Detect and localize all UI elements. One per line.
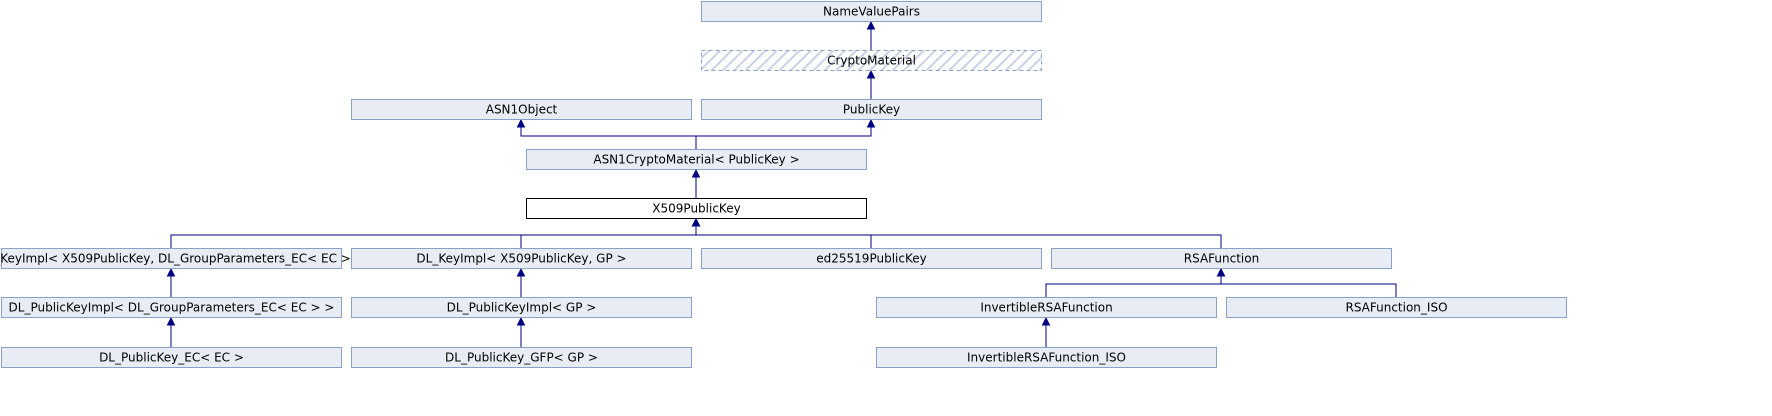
class-node-label: DL_PublicKeyImpl< GP > <box>447 301 597 315</box>
edge-line <box>170 225 697 248</box>
edge-line <box>520 225 697 248</box>
class-node-box <box>876 347 1217 368</box>
class-node-box <box>1051 248 1392 269</box>
edge-arrowhead <box>691 217 701 227</box>
edge-arrowhead <box>166 267 176 277</box>
edge-asn1cryptomaterial-to-asn1object <box>516 118 697 149</box>
edge-arrowhead <box>516 316 526 326</box>
edge-dl-publickey-gfp-to-dl-publickeyimpl-gp <box>516 316 526 347</box>
edge-ed25519publickey-to-x509publickey <box>691 217 872 248</box>
class-node-namevaluepairs[interactable]: NameValuePairs <box>701 1 1042 22</box>
class-node-box <box>701 99 1042 120</box>
class-node-cryptomaterial[interactable]: CryptoMaterial <box>701 50 1042 71</box>
class-node-box <box>1226 297 1567 318</box>
edge-line <box>695 126 872 149</box>
class-node-label: DL_KeyImpl< X509PublicKey, GP > <box>416 252 626 266</box>
class-node-dl-publickey-gfp[interactable]: DL_PublicKey_GFP< GP > <box>351 347 692 368</box>
edges-layer <box>166 20 1397 347</box>
class-node-invertiblersafunction-iso[interactable]: InvertibleRSAFunction_ISO <box>876 347 1217 368</box>
class-node-label: RSAFunction <box>1184 252 1259 266</box>
edge-arrowhead <box>1216 267 1226 277</box>
class-node-box <box>1 248 342 269</box>
edge-line <box>520 126 697 149</box>
edge-publickey-to-cryptomaterial <box>866 69 876 99</box>
class-node-label: DL_PublicKey_GFP< GP > <box>445 351 598 365</box>
class-node-box <box>701 1 1042 22</box>
class-node-box <box>351 347 692 368</box>
edge-cryptomaterial-to-namevaluepairs <box>866 20 876 50</box>
edge-invertiblersafunction-to-rsafunction <box>1045 267 1226 297</box>
class-node-box <box>701 248 1042 269</box>
class-node-box <box>351 297 692 318</box>
edge-dl-publickey-ec-to-dl-publickeyimpl-ec <box>166 316 176 347</box>
class-node-label: NameValuePairs <box>823 5 920 19</box>
edge-arrowhead <box>866 20 876 30</box>
class-node-label: DL_PublicKey_EC< EC > <box>99 351 244 365</box>
class-node-label: ed25519PublicKey <box>816 252 926 266</box>
edge-asn1cryptomaterial-to-publickey <box>695 118 876 149</box>
class-node-box <box>526 149 867 170</box>
class-node-rsafunction-iso[interactable]: RSAFunction_ISO <box>1226 297 1567 318</box>
edge-dl-keyimpl-ec-to-x509publickey <box>170 217 701 248</box>
edge-dl-publickeyimpl-ec-to-dl-keyimpl-ec <box>166 267 176 297</box>
edge-arrowhead <box>1041 316 1051 326</box>
edge-dl-keyimpl-gp-to-x509publickey <box>520 217 701 248</box>
class-node-ed25519publickey[interactable]: ed25519PublicKey <box>701 248 1042 269</box>
class-node-publickey[interactable]: PublicKey <box>701 99 1042 120</box>
class-node-dl-publickeyimpl-gp[interactable]: DL_PublicKeyImpl< GP > <box>351 297 692 318</box>
class-node-dl-publickeyimpl-ec[interactable]: DL_PublicKeyImpl< DL_GroupParameters_EC<… <box>1 297 342 318</box>
class-node-box <box>351 248 692 269</box>
class-node-label: ASN1Object <box>486 103 558 117</box>
class-node-dl-keyimpl-ec[interactable]: DL_KeyImpl< X509PublicKey, DL_GroupParam… <box>0 248 365 269</box>
class-node-label: RSAFunction_ISO <box>1345 301 1447 315</box>
edge-arrowhead <box>166 316 176 326</box>
edge-arrowhead <box>691 168 701 178</box>
class-node-box <box>1 347 342 368</box>
class-node-label: InvertibleRSAFunction <box>980 301 1112 315</box>
class-node-box <box>876 297 1217 318</box>
edge-line <box>695 225 1222 248</box>
edge-arrowhead <box>866 118 876 128</box>
class-node-label: PublicKey <box>843 103 900 117</box>
edge-arrowhead <box>516 118 526 128</box>
class-node-box <box>526 198 867 219</box>
class-node-label: DL_PublicKeyImpl< DL_GroupParameters_EC<… <box>9 301 335 315</box>
edge-x509publickey-to-asn1cryptomaterial <box>691 168 701 198</box>
class-node-x509publickey[interactable]: X509PublicKey <box>526 198 867 219</box>
edge-invertiblersafunction-iso-to-invertiblersafunction <box>1041 316 1051 347</box>
class-node-dl-publickey-ec[interactable]: DL_PublicKey_EC< EC > <box>1 347 342 368</box>
edge-arrowhead <box>516 267 526 277</box>
edge-arrowhead <box>866 69 876 79</box>
class-node-invertiblersafunction[interactable]: InvertibleRSAFunction <box>876 297 1217 318</box>
edge-rsafunction-iso-to-rsafunction <box>1216 267 1397 297</box>
class-node-label: X509PublicKey <box>652 202 740 216</box>
class-node-asn1cryptomaterial[interactable]: ASN1CryptoMaterial< PublicKey > <box>526 149 867 170</box>
class-node-box <box>701 50 1042 71</box>
edge-line <box>1220 275 1397 297</box>
class-node-rsafunction[interactable]: RSAFunction <box>1051 248 1392 269</box>
class-node-box <box>1 297 342 318</box>
edge-line <box>695 225 872 248</box>
class-node-asn1object[interactable]: ASN1Object <box>351 99 692 120</box>
class-node-dl-keyimpl-gp[interactable]: DL_KeyImpl< X509PublicKey, GP > <box>351 248 692 269</box>
edge-dl-publickeyimpl-gp-to-dl-keyimpl-gp <box>516 267 526 297</box>
edge-rsafunction-to-x509publickey <box>691 217 1222 248</box>
class-node-label: InvertibleRSAFunction_ISO <box>967 351 1126 365</box>
class-node-label: ASN1CryptoMaterial< PublicKey > <box>593 153 799 167</box>
class-node-label: DL_KeyImpl< X509PublicKey, DL_GroupParam… <box>0 252 365 266</box>
class-node-box <box>351 99 692 120</box>
class-node-label: CryptoMaterial <box>827 54 916 68</box>
edge-line <box>1045 275 1222 297</box>
